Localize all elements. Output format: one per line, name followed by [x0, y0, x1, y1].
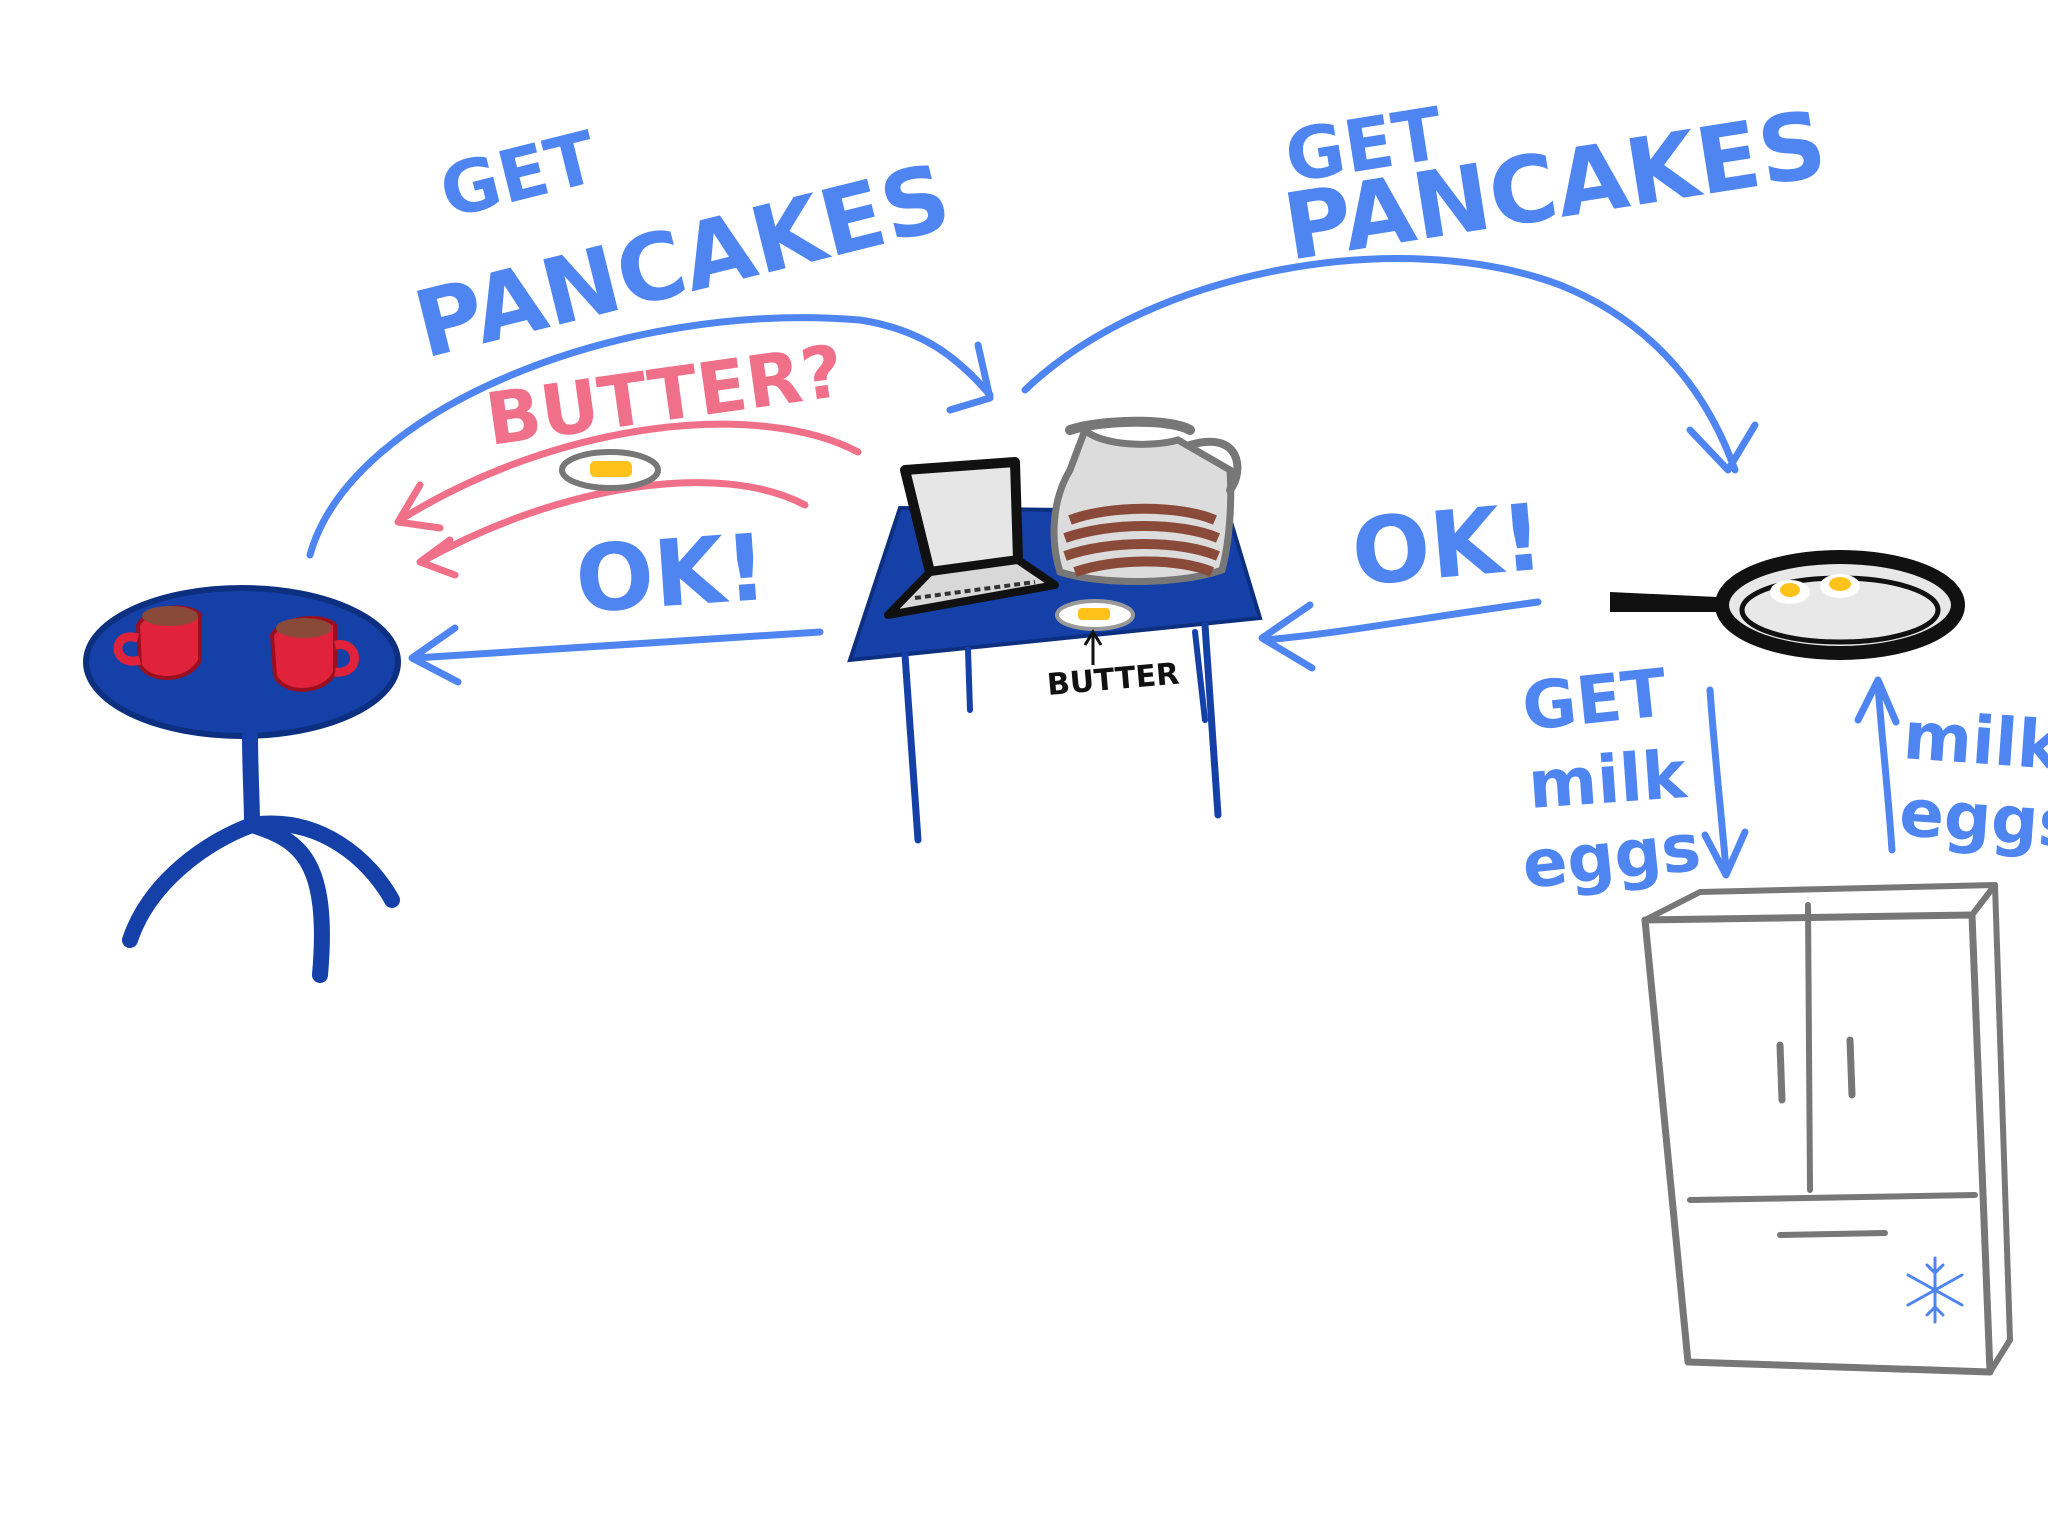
- laptop-icon: [884, 457, 1059, 619]
- label-fridge-get-eggs: eggs: [1519, 809, 1705, 904]
- label-fridge-return-eggs: eggs: [1897, 774, 2048, 863]
- arrow-counter-to-pan: [1021, 255, 1759, 474]
- label-left-get: GET: [432, 115, 605, 235]
- label-fridge-get: GET: [1519, 654, 1671, 746]
- coffee-mug-icon: [269, 616, 359, 692]
- coffee-mug-icon: [113, 605, 202, 680]
- arrow-fridge-to-pan: [1854, 676, 1900, 854]
- snowflake-icon: [1906, 1256, 1964, 1324]
- butter-dish-icon: [559, 449, 661, 491]
- frying-pan-icon: [1610, 550, 1965, 660]
- label-fridge-get-milk: milk: [1526, 736, 1691, 824]
- pancake-stack-icon: [1050, 416, 1242, 585]
- butter-dish-icon: [1055, 599, 1135, 631]
- arrow-pan-to-fridge: [1701, 686, 1749, 879]
- butter-caption-arrow: [1083, 629, 1103, 665]
- fridge-icon: [1641, 882, 2013, 1376]
- butter-caption: BUTTER: [1046, 657, 1181, 703]
- arrow-counter-to-table: [408, 624, 824, 686]
- label-left-ok: OK!: [572, 514, 770, 634]
- arrow-table-to-counter: [306, 314, 994, 559]
- label-right-ok: OK!: [1348, 484, 1548, 607]
- label-fridge-return-milk: milk: [1901, 697, 2048, 785]
- arrow-pan-to-counter: [1258, 598, 1542, 672]
